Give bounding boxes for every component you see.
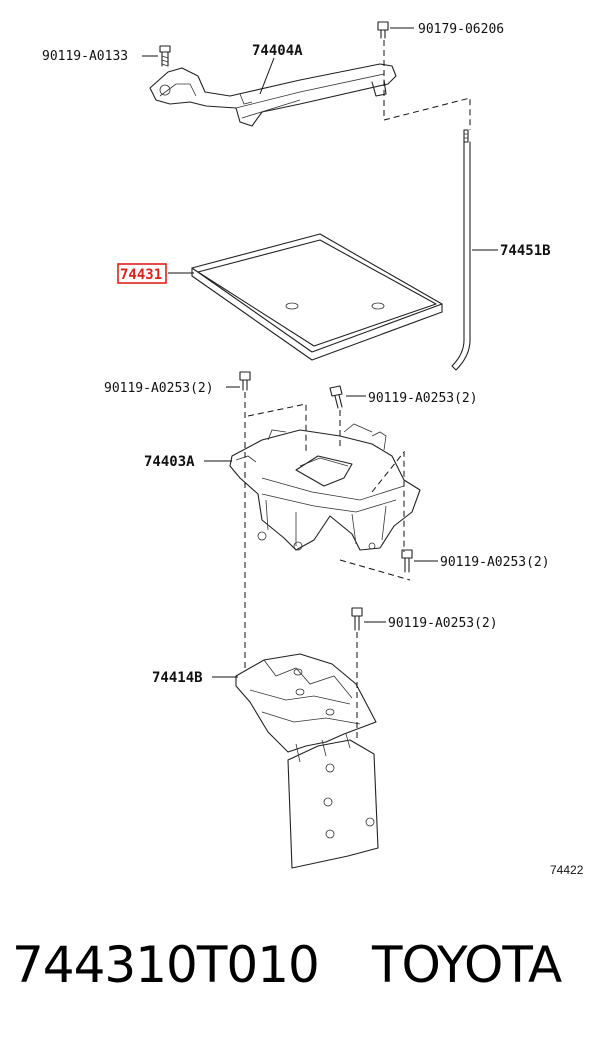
label-bolt-carrier-top-left: 90119-A0253(2) bbox=[104, 381, 214, 396]
bolt-carrier-bottom-icon bbox=[401, 549, 413, 573]
label-bolt-support: 90119-A0253(2) bbox=[388, 616, 498, 631]
figure-reference: 74422 bbox=[550, 863, 584, 877]
clamp-rod-part bbox=[451, 129, 471, 371]
label-bolt-carrier-top-right: 90119-A0253(2) bbox=[368, 391, 478, 406]
label-bracket-upper: 74404A bbox=[252, 43, 303, 59]
assembly-guide-lines bbox=[244, 40, 471, 742]
label-bolt-carrier-bottom: 90119-A0253(2) bbox=[440, 555, 550, 570]
brand-name: TOYOTA bbox=[372, 936, 562, 994]
battery-tray-part bbox=[191, 233, 443, 361]
label-bolt-upper-right: 90179-06206 bbox=[418, 22, 504, 37]
part-number: 744310T010 bbox=[12, 936, 320, 994]
bolt-upper-right-icon bbox=[377, 21, 389, 39]
bolt-support-icon bbox=[351, 607, 363, 631]
battery-carrier-part bbox=[229, 423, 421, 551]
label-tray: 74431 bbox=[120, 267, 162, 283]
support-bracket-part bbox=[235, 653, 379, 869]
label-clamp-rod: 74451B bbox=[500, 243, 551, 259]
bolt-carrier-top-left-icon bbox=[239, 371, 251, 391]
label-bolt-upper-left: 90119-A0133 bbox=[42, 49, 128, 64]
upper-bracket-part bbox=[149, 63, 397, 127]
leader-lines bbox=[142, 27, 498, 678]
label-carrier: 74403A bbox=[144, 454, 195, 470]
bolt-upper-left-icon bbox=[159, 45, 171, 67]
bolt-carrier-top-right-icon bbox=[329, 385, 343, 409]
caption-bar: 744310T010 TOYOTA bbox=[0, 936, 600, 1016]
label-support: 74414B bbox=[152, 670, 203, 686]
highlight-box-tray bbox=[117, 263, 167, 284]
